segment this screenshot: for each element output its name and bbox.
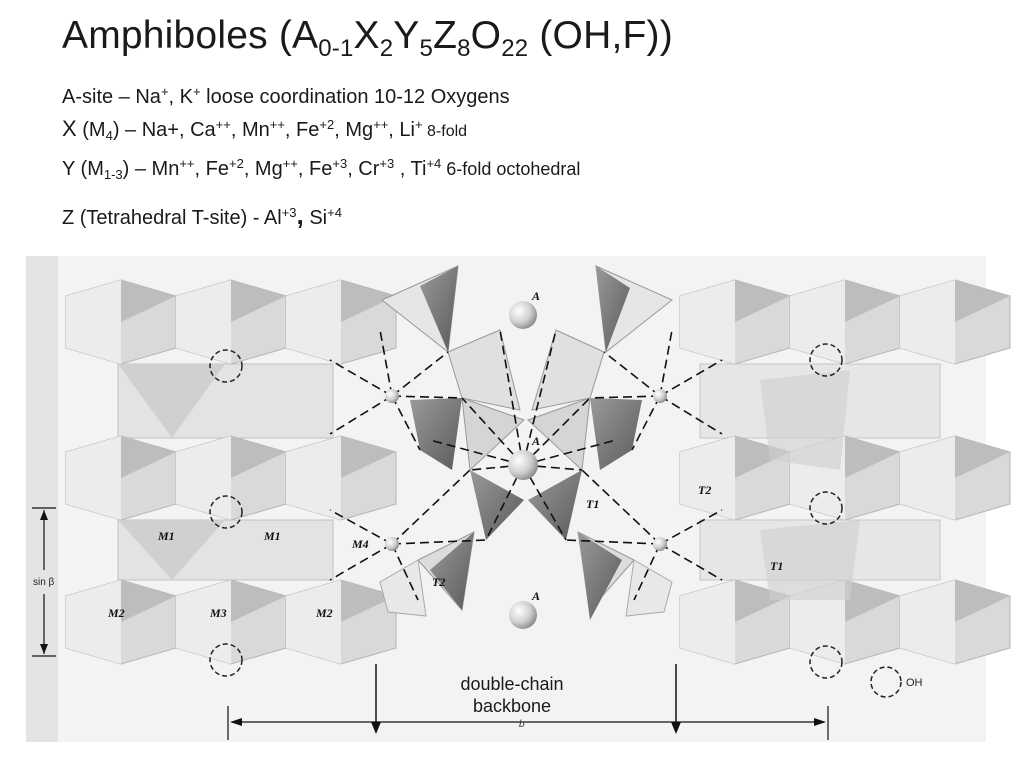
m4-atom [385, 389, 399, 403]
tetrahedral-chains [379, 265, 673, 620]
label-t1-center: T1 [586, 497, 599, 511]
coordination-bonds [329, 329, 723, 601]
y-site-line: Y (M1-3) – Mn++, Fe+2, Mg++, Fe+3, Cr+3 … [62, 156, 581, 182]
b-axis-dimension [227, 706, 829, 740]
label-oh: OH [906, 677, 923, 689]
oh-legend-icon [870, 666, 902, 698]
label-a-mid: A [531, 434, 540, 448]
label-m1-left: M1 [157, 529, 175, 543]
a-site-atom [509, 301, 537, 329]
site-description: A-site – Na+, K+ loose coordination 10-1… [62, 78, 580, 232]
sin-beta-dimension [32, 507, 56, 657]
label-m1-right: M1 [263, 529, 281, 543]
label-t2-right: T2 [698, 483, 711, 497]
m4-atom [385, 537, 399, 551]
label-b: b [519, 719, 525, 730]
label-t2-center: T2 [432, 575, 445, 589]
a-site-line: A-site – Na+, K+ loose coordination 10-1… [62, 84, 510, 108]
label-m4: M4 [351, 537, 369, 551]
left-octahedra [65, 279, 397, 665]
label-a-top: A [531, 289, 540, 303]
right-octahedra [679, 279, 1011, 665]
m4-atom [653, 537, 667, 551]
a-site-atom [508, 450, 538, 480]
a-site-atom [509, 601, 537, 629]
z-site-line: Z (Tetrahedral T-site) - Al+3, Si+4 [62, 200, 342, 230]
backbone-arrows [371, 664, 681, 734]
label-m2-right: M2 [315, 606, 333, 620]
label-a-bot: A [531, 589, 540, 603]
label-t1-right: T1 [770, 559, 783, 573]
label-m2-left: M2 [107, 606, 125, 620]
slide-title: Amphiboles (A0-1X2Y5Z8O22 (OH,F)) [62, 14, 673, 62]
atom-spheres [385, 301, 667, 629]
x-site-line: X (M4) – Na+, Ca++, Mn++, Fe+2, Mg++, Li… [62, 116, 468, 143]
label-m3: M3 [209, 606, 227, 620]
m4-atom [653, 389, 667, 403]
oh-sites [209, 343, 843, 679]
backbone-label: double-chain backbone [460, 674, 564, 716]
label-sin-beta: sin β [33, 577, 55, 588]
